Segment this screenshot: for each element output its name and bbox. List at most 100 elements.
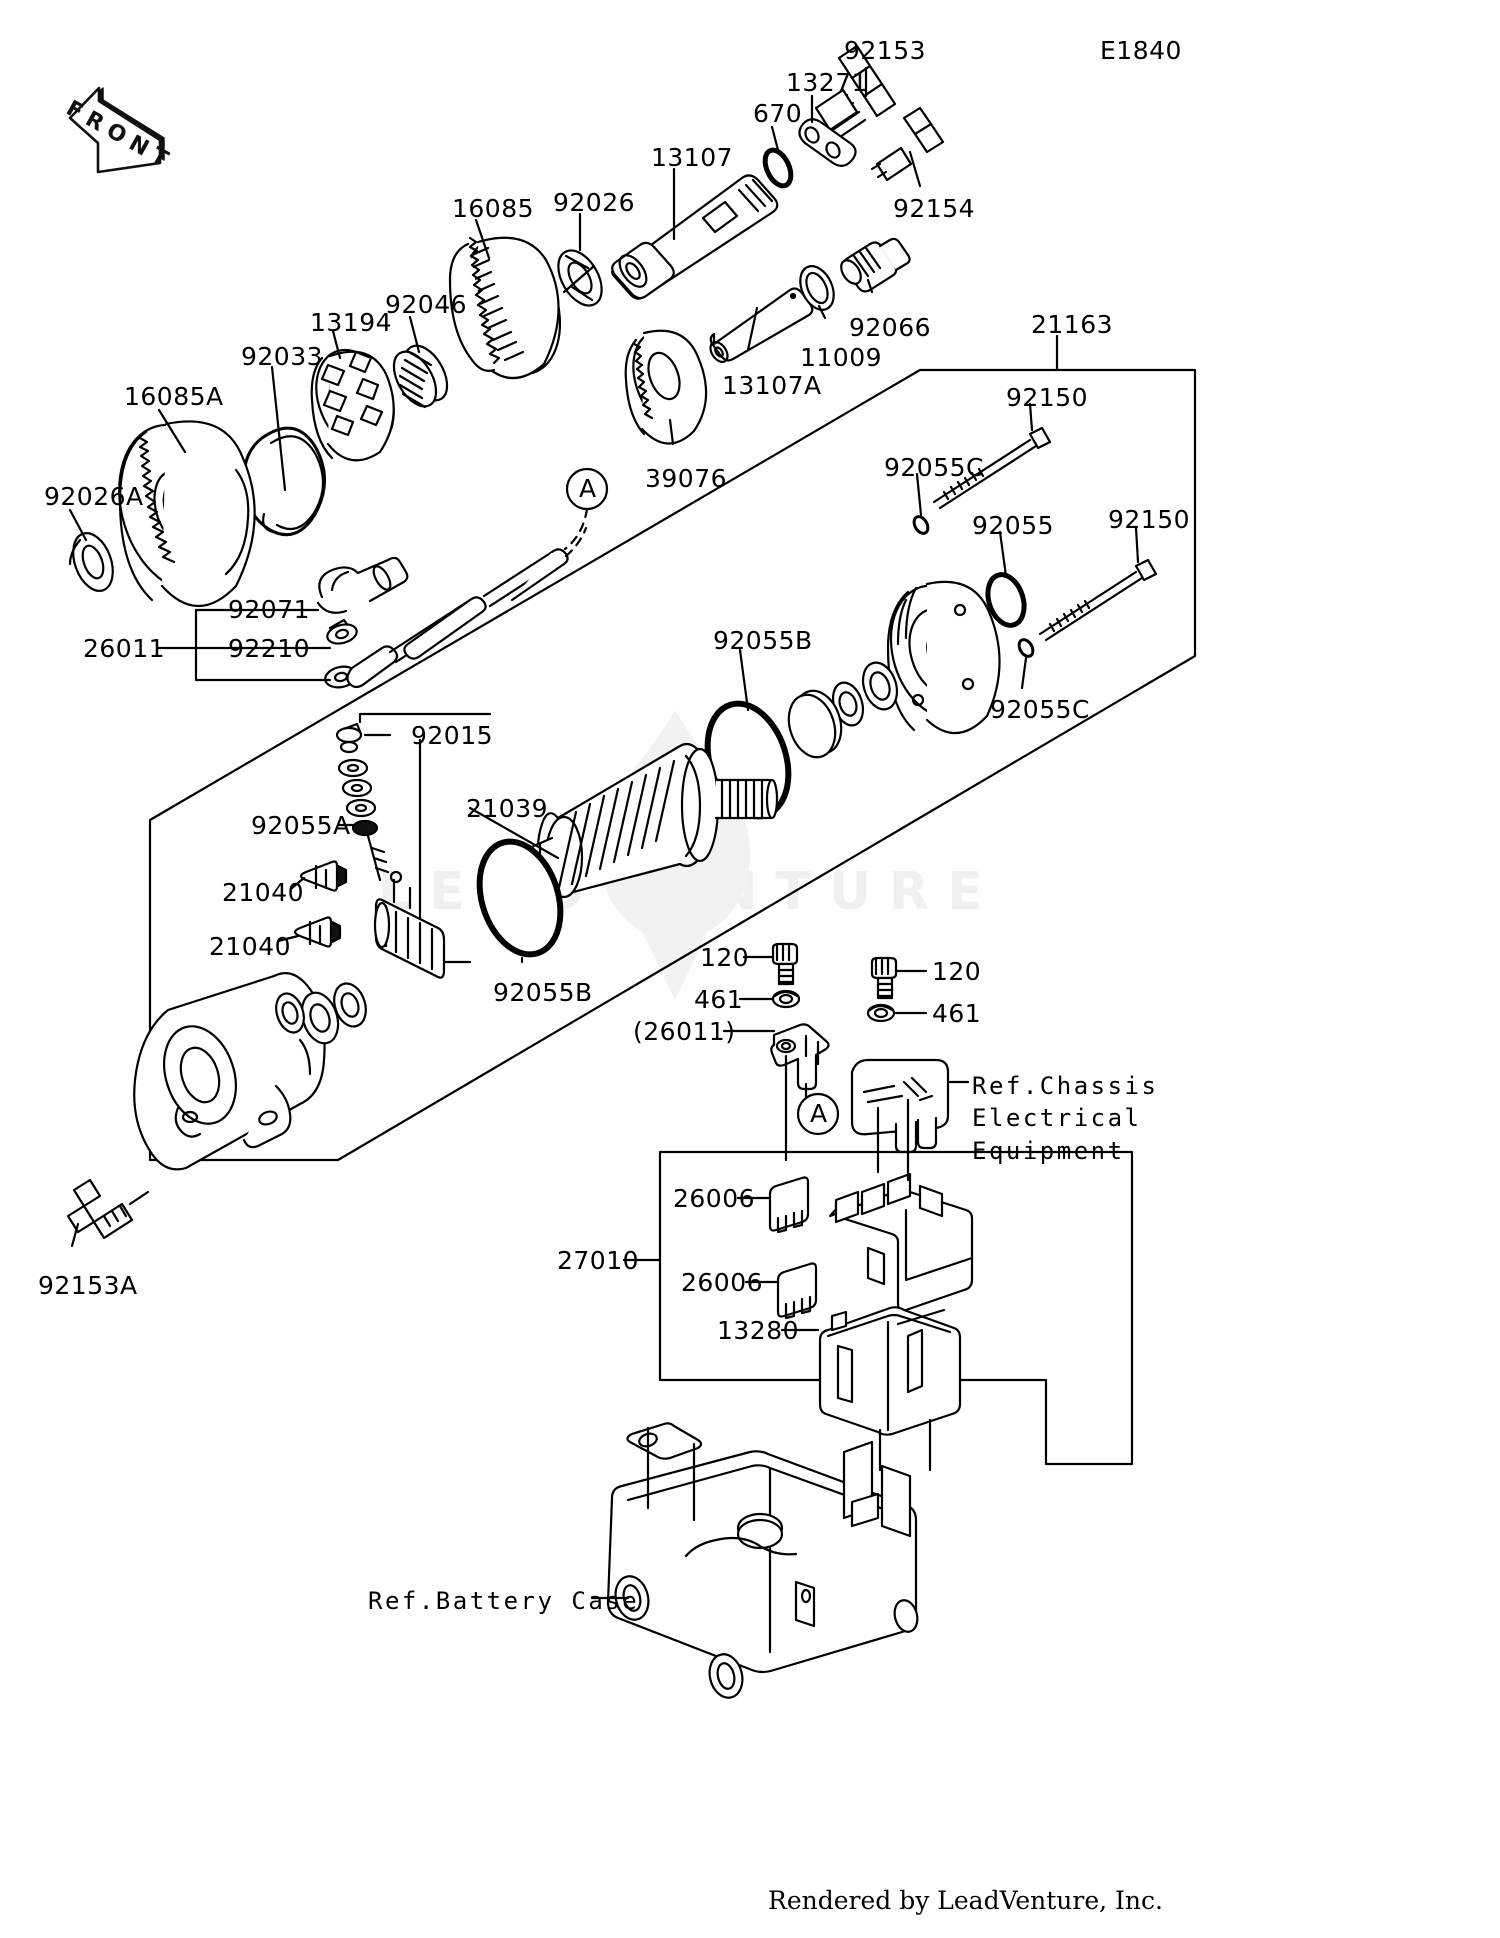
part-label-92150-bottom: 92150 [1108,505,1191,534]
leader-13107A [746,306,759,352]
part-label-92055A: 92055A [251,811,351,840]
part-label-13107: 13107 [651,143,734,172]
leader-21040-upper [290,876,306,890]
callout-A-lower-circle [796,1092,840,1136]
part-16085A-gear [118,420,256,608]
leader-92026A [68,508,88,542]
bracket-21163-outline [148,368,1197,1162]
part-terminal-stack [335,722,390,882]
part-92055B-oring-bottom [476,838,564,958]
part-13194-clutch [310,348,395,462]
leader-26011-box [194,608,332,682]
part-26006-fuse-lower [776,1262,818,1320]
part-461-washer-right [866,1003,896,1023]
part-label-92026A: 92026A [44,482,144,511]
part-92150-bolt-top [932,426,1052,510]
part-label-11009: 11009 [800,343,883,372]
part-label-120-left: 120 [700,943,750,972]
part-label-13280: 13280 [717,1316,800,1345]
part-label-13194: 13194 [310,308,393,337]
part-label-92153A: 92153A [38,1271,138,1300]
leader-92150-bottom [1134,526,1140,564]
part-label-92046: 92046 [385,290,468,319]
part-label-26006-upper: 26006 [673,1184,756,1213]
front-arrow-icon [68,86,165,174]
part-label-92055B-bottom: 92055B [493,978,593,1007]
leader-92153A [70,1222,80,1248]
box-27010 [658,1150,1134,1466]
part-label-13271: 13271 [786,68,869,97]
leader-92033 [270,365,287,492]
part-starter-case [133,971,326,1171]
leader-92055C-bottom [1020,656,1028,690]
ref-battery-case: Ref.Battery Case [368,1587,640,1615]
part-13280-holder [818,1306,962,1472]
part-label-670: 670 [753,99,803,128]
part-label-39076: 39076 [645,464,728,493]
part-starter-relay [828,1148,974,1312]
part-92154-bolt [870,106,945,182]
part-label-21039: 21039 [466,794,549,823]
part-starter-bearing-stack [787,661,899,759]
part-brush-holder [373,870,446,979]
leader-92055 [998,530,1008,578]
part-92153-bolt [814,44,897,139]
part-label-92055C-top: 92055C [884,453,984,482]
leader-92055B-top [738,648,750,712]
part-label-26006-lower: 26006 [681,1268,764,1297]
part-label-16085: 16085 [452,194,535,223]
leader-92055C-top [915,472,923,517]
part-11009-gasket [799,265,835,311]
render-credit: Rendered by LeadVenture, Inc. [768,1886,1163,1915]
leader-21039 [468,806,560,860]
part-label-92026: 92026 [553,188,636,217]
part-label-92154: 92154 [893,194,976,223]
part-label-120-right: 120 [932,957,982,986]
leader-16085A [157,408,187,454]
leader-92154 [908,150,922,188]
part-21040-brush-lower [293,916,342,948]
leader-39076 [668,418,675,446]
part-label-16085A: 16085A [124,382,224,411]
part-label-92033: 92033 [241,342,324,371]
part-13271-plate [798,118,857,167]
part-120-screw-right [870,956,898,1000]
part-label-27010: 27010 [557,1246,640,1275]
part-case-bearing-stack [275,982,367,1045]
part-label-92055B-top: 92055B [713,626,813,655]
part-92150-bolt-bottom [1038,558,1158,642]
part-battery-case [606,1422,919,1699]
part-label-92210: 92210 [228,634,311,663]
label-diagram-code: E1840 [1100,36,1182,65]
part-label-21040-lower: 21040 [209,932,292,961]
part-26006-fuse-upper [768,1176,810,1234]
part-label-92153: 92153 [844,36,927,65]
leader-670 [770,125,780,152]
part-670-oring [762,147,794,189]
leader-13194 [331,329,342,360]
part-label-92055: 92055 [972,511,1055,540]
part-92026-washer [557,249,603,307]
part-label-92066: 92066 [849,313,932,342]
part-21040-brush-upper [299,860,348,892]
ref-chassis-electrical-equipment: Ref.Chassis Electrical Equipment [972,1072,1159,1165]
part-label-92071: 92071 [228,595,311,624]
part-label-26011: 26011 [83,634,166,663]
part-label-461-right: 461 [932,999,982,1028]
part-16085-gear [448,236,562,380]
part-label-21040-upper: 21040 [222,878,305,907]
callout-A-lower-label: A [810,1099,828,1128]
part-label-461-left: 461 [694,985,744,1014]
part-label-21163: 21163 [1031,310,1114,339]
leader-92015-box [358,712,492,724]
part-13107A-shaft [709,287,814,363]
leader-21040-lower [276,934,300,943]
part-label-92015: 92015 [411,721,494,750]
part-starter-end-cover [886,580,1001,735]
leader-92066 [866,278,874,294]
leader-11009 [817,304,827,320]
part-chassis-relay [850,1058,950,1154]
part-label-92150-top: 92150 [1006,383,1089,412]
part-92066-plug [840,237,911,293]
